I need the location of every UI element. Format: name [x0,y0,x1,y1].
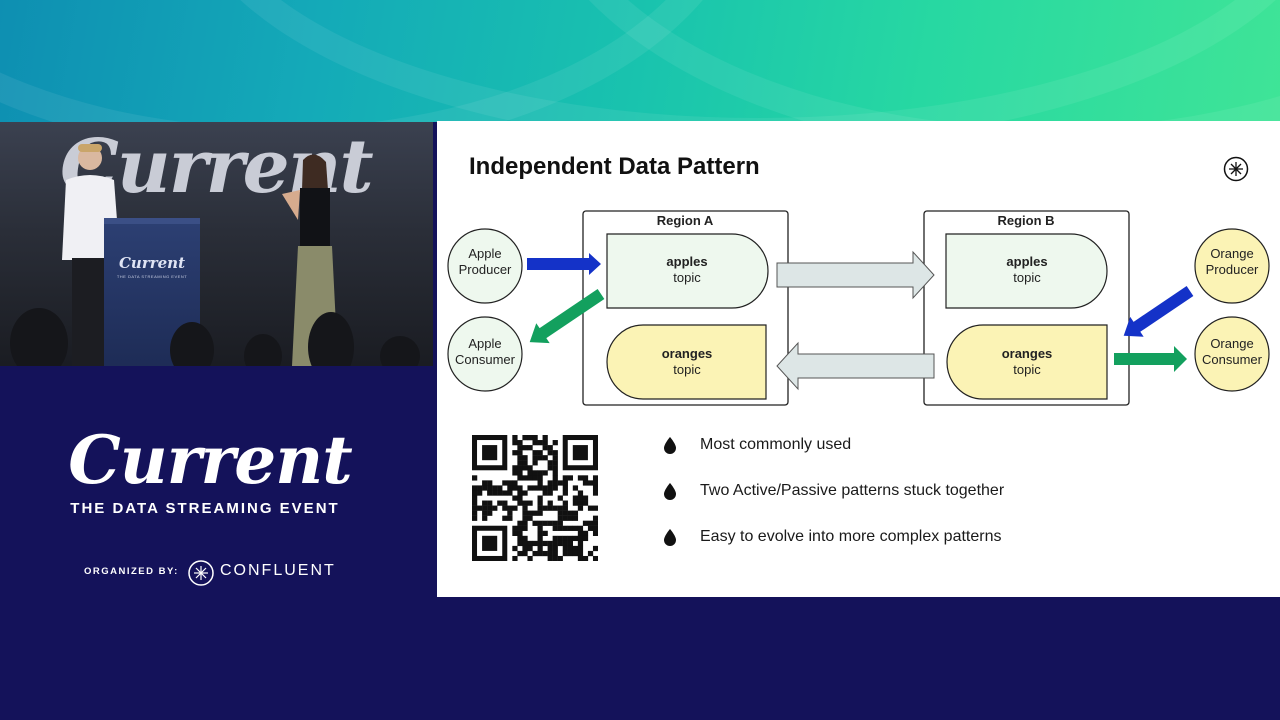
stage-video: Current Current THE DATA STREAMING EVENT [0,122,433,366]
orange-consumer-label-2: Consumer [1202,352,1263,367]
apples-topic-a-type: topic [673,270,701,285]
apples-topic-b [945,233,1108,309]
apple-consumer-label-2: Consumer [455,352,516,367]
architecture-diagram: Region A Region B apples topic oranges t… [447,210,1270,406]
replication-arrow-b-to-a [776,341,935,391]
drop-bullet-icon [664,483,676,500]
organized-by-label: ORGANIZED BY: [84,566,179,577]
oranges-topic-b-name: oranges [1002,346,1053,361]
apple-consume-arrow [529,289,605,344]
orange-producer-node [1194,228,1270,304]
organizer-name: CONFLUENT [220,562,336,579]
oranges-topic-b [946,324,1108,400]
header-banner [0,0,1280,122]
apples-topic-b-type: topic [1013,270,1041,285]
apple-consumer-node [447,316,523,392]
brand-logo: Current [68,421,353,499]
orange-consumer-node [1194,316,1270,392]
podium-tagline: THE DATA STREAMING EVENT [116,274,188,279]
apples-topic-b-name: apples [1006,254,1047,269]
apple-producer-label-2: Producer [459,262,512,277]
region-a-label: Region A [657,213,714,228]
orange-producer-label-1: Orange [1210,246,1253,261]
bullet-text: Most commonly used [700,436,852,453]
confluent-logo-icon [1223,156,1249,182]
audience-head [380,336,420,366]
orange-consume-arrow [1114,346,1187,372]
bullet-text: Easy to evolve into more complex pattern… [700,528,1002,545]
oranges-topic-a [606,324,767,400]
apple-producer-label-1: Apple [468,246,501,261]
orange-produce-arrow [1123,286,1194,337]
brand-tagline: THE DATA STREAMING EVENT [70,500,340,517]
podium-logo: Current [118,254,186,272]
orange-consumer-label-1: Orange [1210,336,1253,351]
audience-head [170,322,214,366]
audience-head [244,334,282,366]
apple-producer-node [447,228,523,304]
oranges-topic-a-type: topic [673,362,701,377]
region-b-box [923,210,1130,406]
replication-arrow-a-to-b [776,250,935,300]
region-b-label: Region B [997,213,1054,228]
apple-produce-arrow [527,253,601,275]
oranges-topic-a-name: oranges [662,346,713,361]
confluent-logo-icon [188,560,214,586]
audience-head [308,312,354,366]
drop-bullet-icon [664,437,676,454]
audience-head [10,308,68,366]
presentation-slide: Independent Data Pattern Region A Region… [437,121,1280,597]
bullet-text: Two Active/Passive patterns stuck togeth… [700,482,1005,499]
apples-topic-a-name: apples [666,254,707,269]
drop-bullet-icon [664,529,676,546]
oranges-topic-b-type: topic [1013,362,1041,377]
apple-consumer-label-1: Apple [468,336,501,351]
slide-title: Independent Data Pattern [469,153,760,180]
qr-code [472,435,598,561]
apples-topic-a [606,233,769,309]
orange-producer-label-2: Producer [1206,262,1259,277]
